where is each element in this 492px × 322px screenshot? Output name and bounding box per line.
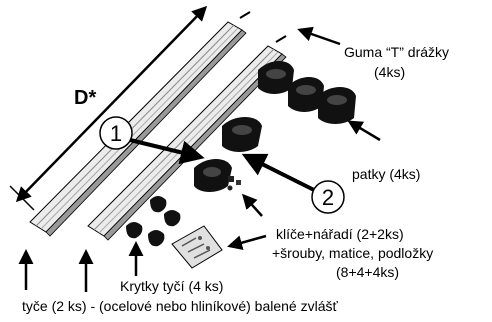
foot-pad-3 [318,87,356,124]
rubber-strips [240,12,286,42]
foot-pad-5 [194,159,232,192]
label-keys-line3: (8+4+4ks) [336,264,399,281]
foot-pad-4 [222,117,262,152]
label-foot-pads: patky (4ks) [352,166,420,183]
small-hardware [228,176,242,191]
svg-text:2: 2 [322,185,334,210]
label-keys-line2: +šrouby, matice, podložky [272,245,433,262]
callout-circle-1: 1 [100,117,132,149]
label-bars: tyče (2 ks) - (ocelové nebo hliníkové) b… [22,298,338,315]
screw-bag [172,226,222,268]
callout-circle-2: 2 [312,181,344,213]
dimension-label: D* [74,87,96,109]
label-keys-line1: klíče+nářadí (2+2ks) [276,226,404,243]
svg-text:1: 1 [110,121,122,146]
label-rubber-line1: Guma “T” drážky [344,44,449,61]
label-rubber-line2: (4ks) [374,64,405,81]
dimension-arrow [10,8,205,210]
label-end-caps: Krytky tyčí (4 ks) [120,278,223,295]
